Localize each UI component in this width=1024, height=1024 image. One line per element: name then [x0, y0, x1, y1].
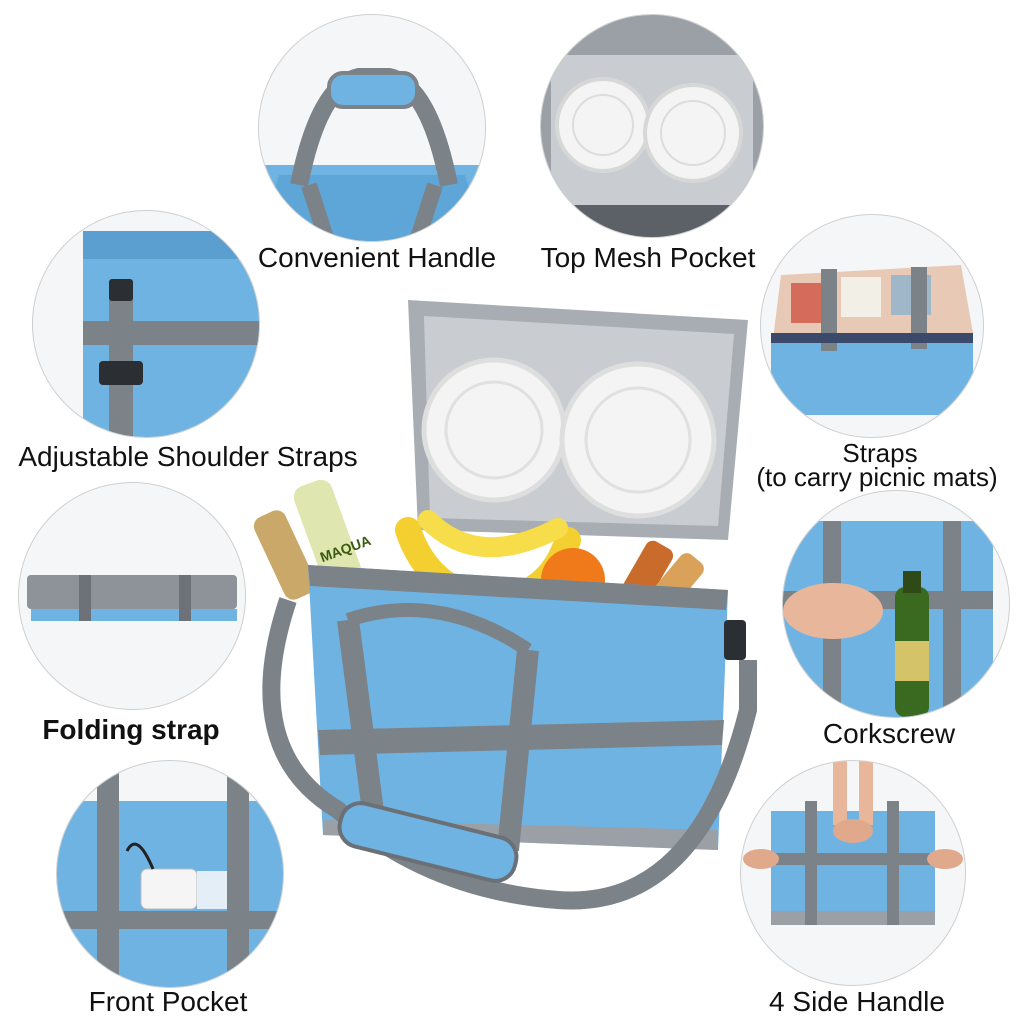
- label-top-mesh-pocket: Top Mesh Pocket: [540, 242, 756, 273]
- folded-bag-illustration: [27, 575, 237, 621]
- shoulder-strap: [262, 597, 757, 910]
- label-straps-subtitle: (to carry picnic mats): [756, 462, 998, 492]
- bag-zipper-band: [308, 565, 728, 610]
- mesh-pocket-illustration: [541, 15, 763, 237]
- handle-closeup-illustration: [259, 68, 485, 241]
- cooler-bag-main-photo: MAQUA: [253, 300, 757, 910]
- shoulder-pad: [337, 801, 519, 883]
- front-pocket-photo: [56, 760, 284, 988]
- corkscrew-illustration: [783, 521, 993, 717]
- picnic-mat-illustration: [771, 265, 973, 415]
- label-front-pocket: Front Pocket: [88, 986, 248, 1017]
- label-folding-strap: Folding strap: [42, 714, 220, 745]
- label-4-side-handle: 4 Side Handle: [769, 986, 945, 1017]
- front-pocket-illustration: [57, 761, 283, 987]
- plate-right: [559, 361, 717, 519]
- picnic-mat-straps-photo: [760, 214, 984, 438]
- convenient-handle-photo: [258, 14, 486, 242]
- folding-strap-photo: [18, 482, 246, 710]
- top-mesh-pocket-photo: [540, 14, 764, 238]
- front-handle-right: [497, 648, 539, 852]
- bottle-left: [293, 479, 363, 591]
- corkscrew-photo: [782, 490, 1010, 718]
- label-adjustable-shoulder-straps: Adjustable Shoulder Straps: [18, 441, 358, 472]
- label-convenient-handle: Convenient Handle: [257, 242, 497, 273]
- strap-buckle: [724, 620, 746, 660]
- bottle-small: [253, 510, 317, 600]
- label-straps: Straps: [842, 438, 918, 468]
- side-handle-illustration: [743, 761, 963, 925]
- shoulder-strap-illustration: [83, 231, 259, 437]
- label-corkscrew: Corkscrew: [822, 718, 956, 749]
- shoulder-straps-photo: [32, 210, 260, 438]
- side-handle-photo: [740, 760, 966, 986]
